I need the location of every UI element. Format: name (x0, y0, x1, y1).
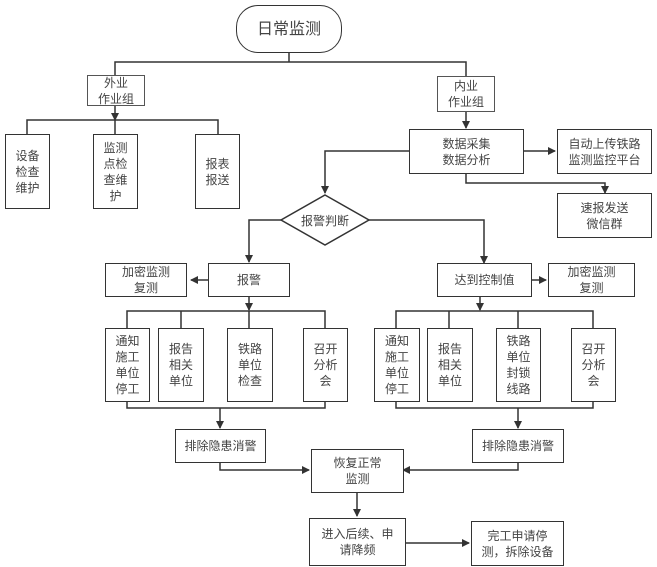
control-action-railway-lock: 铁路 单位 封锁 线路 (496, 328, 541, 402)
start-node: 日常监测 (236, 5, 342, 53)
outer-task-report: 报表 报送 (195, 134, 240, 209)
alarm-clear-node: 排除隐患消警 (175, 429, 266, 463)
connector-decision-control (368, 219, 488, 264)
connector-alarm-split (126, 310, 326, 328)
control-action-report: 报告 相关 单位 (427, 328, 473, 402)
control-recheck-node: 加密监测 复测 (548, 263, 635, 297)
control-action-stop-work: 通知 施工 单位 停工 (374, 328, 420, 402)
alarm-action-railway-check: 铁路 单位 检查 (227, 328, 273, 402)
decision-label: 报警判断 (300, 214, 349, 228)
finish-node: 完工申请停 测，拆除设备 (471, 521, 564, 566)
control-action-meeting: 召开 分析 会 (571, 328, 616, 402)
alarm-action-meeting: 召开 分析 会 (303, 328, 348, 402)
inner-group-node: 内业 作业组 (437, 76, 495, 112)
alarm-action-report: 报告 相关 单位 (158, 328, 204, 402)
connector-control-merge (395, 401, 594, 409)
outer-task-point-check: 监测 点检 查维 护 (93, 134, 138, 209)
followup-node: 进入后续、申 请降频 (309, 518, 406, 566)
control-value-node: 达到控制值 (437, 263, 532, 297)
connector-control-resume (402, 462, 519, 474)
alarm-node: 报警 (208, 263, 290, 297)
data-collection-node: 数据采集 数据分析 (409, 129, 524, 174)
decision-diamond (279, 194, 371, 246)
connector-data-decision (321, 150, 409, 194)
outer-group-node: 外业 作业组 (87, 75, 145, 106)
upload-platform-node: 自动上传铁路 监测监控平台 (557, 129, 652, 174)
connector-start-split (114, 52, 467, 76)
alarm-action-stop-work: 通知 施工 单位 停工 (105, 328, 150, 402)
control-clear-node: 排除隐患消警 (472, 429, 564, 463)
connector-alarm-merge (126, 401, 326, 409)
connector-data-wechat (465, 174, 609, 194)
resume-monitoring-node: 恢复正常 监测 (311, 449, 404, 493)
alarm-recheck-node: 加密监测 复测 (105, 263, 187, 297)
connector-alarm-resume (219, 462, 310, 474)
outer-task-equipment: 设备 检查 维护 (5, 134, 50, 209)
wechat-report-node: 速报发送 微信群 (557, 193, 652, 238)
connector-outer-split (26, 119, 219, 135)
connector-control-split (395, 310, 594, 328)
connector-decision-alarm (245, 219, 281, 263)
